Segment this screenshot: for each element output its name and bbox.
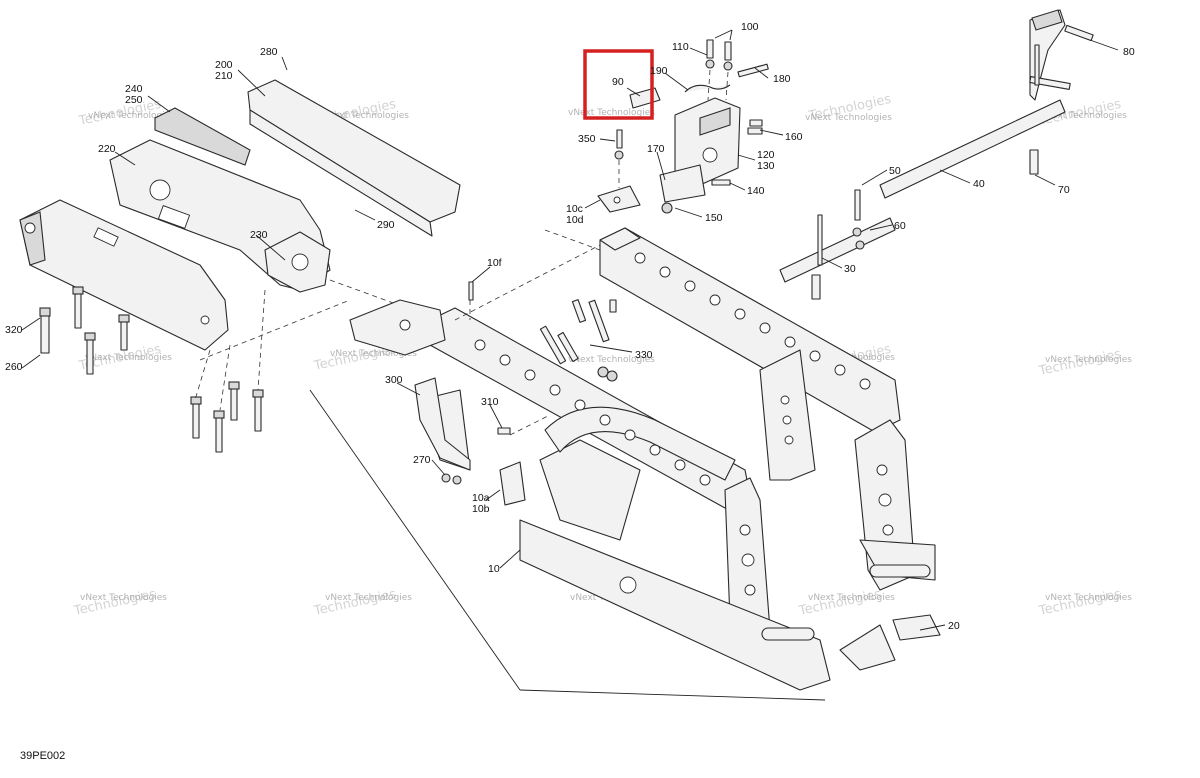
left-fasteners bbox=[39, 279, 441, 453]
main-frame bbox=[309, 227, 941, 701]
callout-80: 80 bbox=[1123, 46, 1135, 58]
callout-240: 240 bbox=[125, 83, 143, 95]
callout-320: 320 bbox=[5, 324, 23, 336]
watermark: vNext Technologies bbox=[805, 113, 892, 123]
callout-90: 90 bbox=[612, 76, 624, 88]
callout-150: 150 bbox=[705, 212, 723, 224]
callout-130: 130 bbox=[757, 160, 775, 172]
watermark: vNext Technologies bbox=[568, 108, 655, 118]
callout-120: 120 bbox=[757, 149, 775, 161]
callout-60: 60 bbox=[894, 220, 906, 232]
watermark: vNext Technologies bbox=[88, 111, 175, 121]
watermark: vNext Technologies bbox=[80, 593, 167, 603]
callout-30: 30 bbox=[844, 263, 856, 275]
watermark: vNext Technologies bbox=[330, 349, 417, 359]
callout-220: 220 bbox=[98, 143, 116, 155]
diagram-reference-code: 39PE002 bbox=[20, 750, 66, 762]
callout-270: 270 bbox=[413, 454, 431, 466]
callout-10: 10 bbox=[488, 563, 500, 575]
callout-100: 100 bbox=[741, 21, 759, 33]
callout-10d: 10d bbox=[566, 214, 584, 226]
watermark: vNext Technologies bbox=[1040, 111, 1127, 121]
callout-200: 200 bbox=[215, 59, 233, 71]
callout-330: 330 bbox=[635, 349, 653, 361]
center-hardware bbox=[684, 39, 769, 186]
callout-210: 210 bbox=[215, 70, 233, 82]
callout-170: 170 bbox=[647, 143, 665, 155]
watermark: vNext Technologies bbox=[568, 355, 655, 365]
callout-140: 140 bbox=[747, 185, 765, 197]
watermark: vNext Technologies bbox=[1045, 355, 1132, 365]
callout-180: 180 bbox=[773, 73, 791, 85]
callout-110: 110 bbox=[672, 41, 689, 53]
callout-50: 50 bbox=[889, 165, 901, 177]
callout-20: 20 bbox=[948, 620, 960, 632]
callout-10b: 10b bbox=[472, 503, 490, 515]
shaft-assembly bbox=[779, 9, 1094, 300]
watermarks: Technologies vNext Technologies Technolo… bbox=[72, 92, 1133, 619]
rear-subframe bbox=[19, 79, 461, 351]
callout-10f: 10f bbox=[487, 257, 502, 269]
callout-10c: 10c bbox=[566, 203, 583, 215]
callout-310: 310 bbox=[481, 396, 499, 408]
callout-labels: 100 110 190 180 90 80 350 170 160 120 13… bbox=[5, 21, 1135, 632]
leader-lines bbox=[21, 29, 1119, 631]
callout-350: 350 bbox=[578, 133, 596, 145]
callout-260: 260 bbox=[5, 361, 23, 373]
watermark: vNext Technologies bbox=[325, 593, 412, 603]
watermark: vNext Technologies bbox=[1045, 593, 1132, 603]
callout-230: 230 bbox=[250, 229, 268, 241]
highlight-box-90 bbox=[583, 49, 654, 120]
callout-10a: 10a bbox=[472, 492, 490, 504]
callout-300: 300 bbox=[385, 374, 403, 386]
callout-190: 190 bbox=[650, 65, 668, 77]
callout-280: 280 bbox=[260, 46, 278, 58]
watermark: vNext Technologies bbox=[808, 593, 895, 603]
watermark: vNext Technologies bbox=[322, 111, 409, 121]
center-bracket-assembly bbox=[597, 87, 741, 214]
callout-40: 40 bbox=[973, 178, 985, 190]
callout-250: 250 bbox=[125, 94, 143, 106]
callout-70: 70 bbox=[1058, 184, 1070, 196]
lower-hardware bbox=[414, 281, 618, 506]
callout-160: 160 bbox=[785, 131, 803, 143]
watermark: vNext Technologies bbox=[85, 353, 172, 363]
callout-290: 290 bbox=[377, 219, 395, 231]
rail-holes bbox=[399, 252, 894, 596]
